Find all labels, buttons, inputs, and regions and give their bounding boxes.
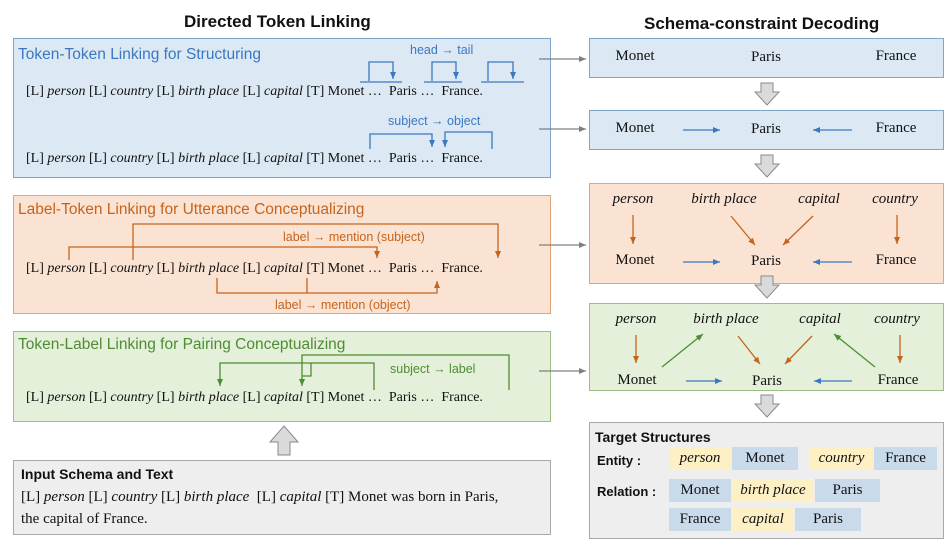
token-label-title: Token-Label Linking for Pairing Conceptu… [18,336,346,353]
label-mention-subject-label: label → mention (subject) [283,230,425,244]
decode4-person: person [615,311,657,327]
subject-object-label: subject → object [388,114,481,128]
decode4-arrows [633,333,903,384]
head-tail-label: head → tail [410,43,474,57]
decode4-france: France [877,372,919,388]
decode3-monet: Monet [615,252,655,268]
decode-box-2 [589,110,944,150]
decode2-paris: Paris [751,121,781,137]
token-sequence-4: [L] person [L] country [L] birth place [… [26,390,483,405]
input-schema-box [13,460,551,535]
relation-object-chip: Paris [795,508,861,531]
entity-mention-chip: France [874,447,937,470]
decode2-monet: Monet [615,120,655,136]
left-heading: Directed Token Linking [184,12,371,31]
relation-type-chip: capital [732,508,794,531]
decode-box-1 [589,38,944,78]
decode1-monet: Monet [615,48,655,64]
decode-step-arrows [268,82,781,456]
token-sequence-2: [L] person [L] country [L] birth place [… [26,151,483,166]
decode3-arrows [630,215,900,265]
relation-subject-chip: Monet [669,479,731,502]
entity-type-chip: country [810,447,873,470]
decode4-capital: capital [799,311,841,327]
label-token-title: Label-Token Linking for Utterance Concep… [18,201,365,218]
head-tail-links [360,61,524,83]
token-token-title: Token-Token Linking for Structuring [18,46,261,63]
relation-object-chip: Paris [815,479,880,502]
entity-type-chip: person [669,447,731,470]
decode3-country: country [872,191,918,207]
subject-object-links [369,131,493,149]
decode3-birth-place: birth place [691,191,757,207]
token-token-panel [13,38,551,178]
token-sequence-3: [L] person [L] country [L] birth place [… [26,261,483,276]
decode3-person: person [612,191,654,207]
target-title: Target Structures [595,429,711,445]
token-sequence-1: [L] person [L] country [L] birth place [… [26,84,483,99]
decode2-france: France [875,120,917,136]
decode4-paris: Paris [752,373,782,389]
decode4-monet: Monet [617,372,657,388]
label-mention-links [68,223,501,294]
relation-subject-chip: France [669,508,731,531]
subject-label-links [217,354,510,390]
decode4-birth-place: birth place [693,311,759,327]
subject-label-label: subject → label [390,362,476,376]
decode3-france: France [875,252,917,268]
decode3-paris: Paris [751,253,781,269]
entity-label: Entity : [597,453,642,468]
label-token-panel [13,195,551,314]
token-label-panel [13,331,551,422]
panel-to-decode-connectors [539,56,586,374]
right-heading: Schema-constraint Decoding [644,14,880,33]
label-mention-object-label: label → mention (object) [275,298,411,312]
decode4-country: country [874,311,920,327]
decode1-paris: Paris [751,49,781,65]
decode3-capital: capital [798,191,840,207]
decode-box-4 [589,303,944,391]
input-text-line-2: the capital of France. [21,511,148,527]
entity-mention-chip: Monet [732,447,798,470]
decode1-france: France [875,48,917,64]
input-text-line-1: [L] person [L] country [L] birth place [… [21,489,499,505]
relation-type-chip: birth place [732,479,814,502]
relation-label: Relation : [597,484,657,499]
input-box-title: Input Schema and Text [21,466,174,482]
